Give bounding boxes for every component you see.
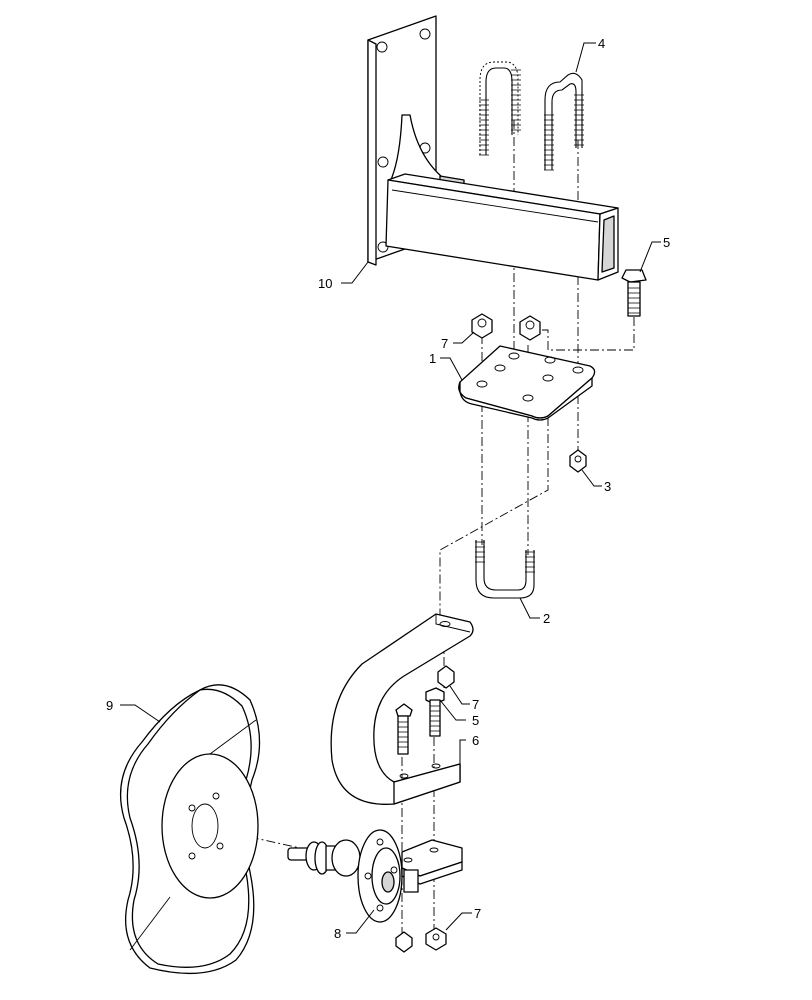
bolt-part-5-middle bbox=[425, 687, 445, 737]
bolt-middle-left bbox=[395, 703, 413, 755]
callout-5-upper: 5 bbox=[663, 235, 670, 250]
u-bolts-part-4 bbox=[479, 61, 584, 171]
nut-part-7-lower bbox=[395, 927, 447, 953]
nut-part-7-middle bbox=[437, 665, 455, 689]
callout-5-middle: 5 bbox=[472, 713, 479, 728]
u-bolt-part-2 bbox=[475, 540, 535, 599]
callout-8: 8 bbox=[334, 926, 341, 941]
callout-7-middle: 7 bbox=[472, 697, 479, 712]
callout-2: 2 bbox=[543, 611, 550, 626]
callout-3: 3 bbox=[604, 479, 611, 494]
leader-lines bbox=[120, 42, 661, 934]
upper-u-bolt-left-thread bbox=[479, 69, 521, 156]
callout-7-lower: 7 bbox=[474, 906, 481, 921]
nut-part-3 bbox=[569, 449, 587, 473]
callout-7-upper: 7 bbox=[441, 336, 448, 351]
disc-arm-part-6 bbox=[330, 613, 474, 805]
callout-4: 4 bbox=[598, 36, 605, 51]
callout-9: 9 bbox=[106, 698, 113, 713]
bolt-part-5-upper bbox=[621, 269, 647, 317]
assembly-centerlines bbox=[199, 120, 635, 935]
wavy-disc-part-9 bbox=[119, 684, 261, 975]
hub-assembly-part-8 bbox=[287, 829, 463, 923]
callout-labels: 10 4 5 7 1 3 2 7 5 6 9 8 7 bbox=[106, 36, 670, 941]
callout-6: 6 bbox=[472, 733, 479, 748]
callout-10: 10 bbox=[318, 276, 332, 291]
mounting-bracket-part-10 bbox=[367, 15, 619, 281]
clamp-plate-part-1 bbox=[458, 345, 596, 421]
nut-part-7-upper bbox=[471, 313, 541, 341]
callout-1: 1 bbox=[429, 351, 436, 366]
